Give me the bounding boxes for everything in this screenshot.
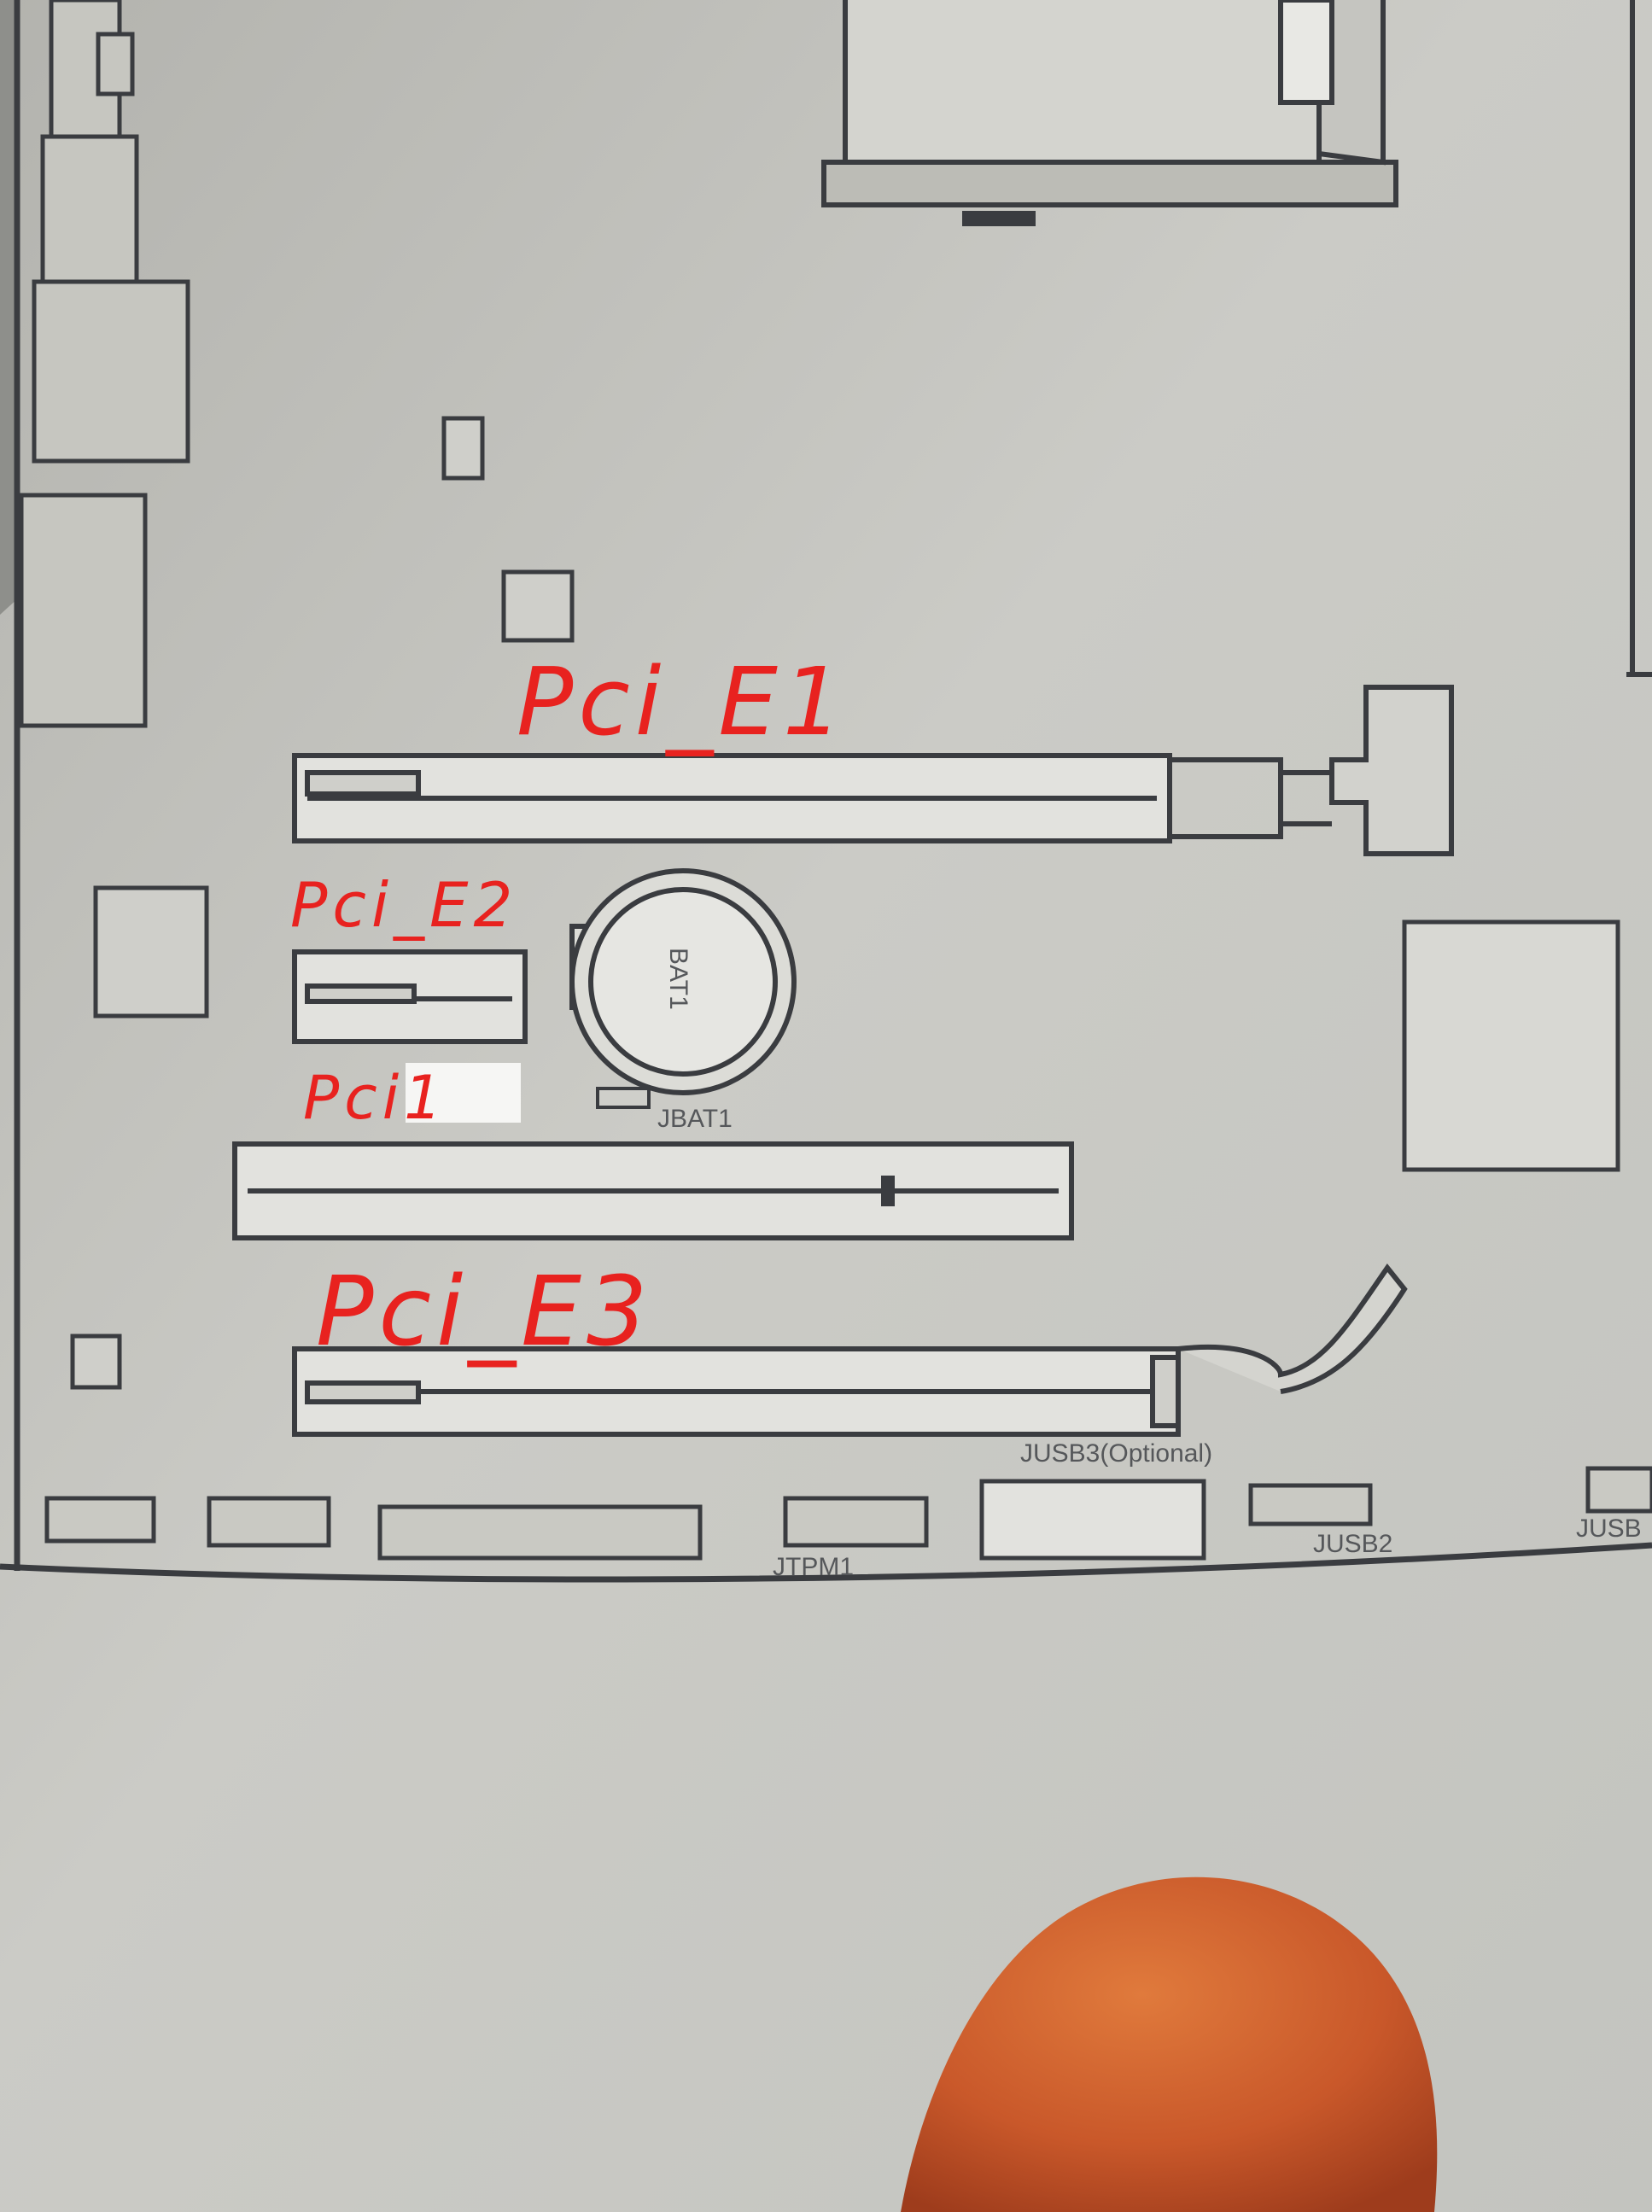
annotation-pci1: Pci1 [303, 1063, 447, 1133]
rear-io-panel [19, 0, 190, 728]
board-outline [0, 0, 1652, 1583]
pci1-slot [232, 1141, 1074, 1240]
bat1-label: BAT1 [664, 948, 692, 1010]
bottom-headers [44, 1466, 1652, 1561]
jbat1-header [596, 1087, 651, 1109]
jusb-partial-label: JUSB [1576, 1515, 1642, 1543]
cpu-socket [821, 0, 1398, 226]
jusb2-label: JUSB2 [1313, 1530, 1392, 1558]
pcie2-slot [292, 949, 528, 1044]
annotation-pcie3: Pci_E3 [316, 1257, 652, 1368]
jbat1-label: JBAT1 [657, 1105, 733, 1133]
jusb3-label: JUSB3(Optional) [1020, 1439, 1212, 1468]
white-redaction-box [406, 1063, 521, 1123]
small-headers [70, 416, 1620, 1390]
finger [901, 1876, 1438, 2212]
jtpm1-label: JTPM1 [773, 1553, 854, 1581]
pcie3-slot [292, 1263, 1408, 1437]
right-edge-component [1626, 0, 1652, 677]
battery-bat1 [569, 868, 797, 1095]
annotation-pcie1: Pci_E1 [517, 647, 848, 756]
pcie1-slot [292, 685, 1454, 856]
annotation-pcie2: Pci_E2 [290, 869, 517, 941]
